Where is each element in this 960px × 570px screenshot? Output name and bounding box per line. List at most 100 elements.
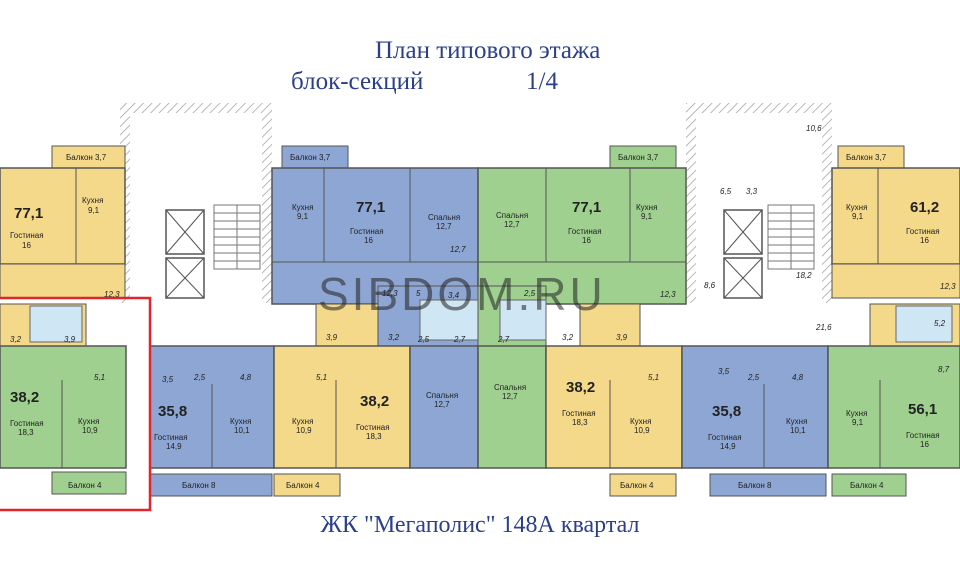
room-label: Кухня <box>636 203 657 212</box>
svg-text:18,2: 18,2 <box>796 271 812 280</box>
svg-text:3,2: 3,2 <box>10 335 22 344</box>
balcony-label: Балкон 3,7 <box>66 153 107 162</box>
room-label: Гостиная <box>906 227 940 236</box>
svg-text:12,7: 12,7 <box>450 245 466 254</box>
apartment-area: 35,8 <box>158 403 187 420</box>
room-area: 9,1 <box>297 212 309 221</box>
room-area: 16 <box>364 236 373 245</box>
balcony-label: Балкон 3,7 <box>846 153 887 162</box>
apartment-61-2-right[interactable] <box>831 145 960 299</box>
room-label: Кухня <box>82 196 103 205</box>
room-label: Гостиная <box>350 227 384 236</box>
bedroom-green-center[interactable] <box>477 345 547 469</box>
svg-text:12,3: 12,3 <box>382 289 398 298</box>
svg-text:8,7: 8,7 <box>938 365 950 374</box>
title-blank-1 <box>438 64 512 102</box>
room-area: 10,1 <box>790 426 806 435</box>
room-area: 9,1 <box>88 206 100 215</box>
room-label: Кухня <box>630 417 651 426</box>
balcony-label: Балкон 4 <box>620 481 654 490</box>
balcony-label: Балкон 8 <box>182 481 216 490</box>
apartment-38-2-left[interactable] <box>0 345 127 495</box>
room-label: Гостиная <box>906 431 940 440</box>
hallway <box>831 263 960 299</box>
room-area: 16 <box>920 440 929 449</box>
svg-text:3,5: 3,5 <box>718 367 730 376</box>
apartment-56-1-right[interactable] <box>827 345 960 497</box>
balcony <box>831 473 907 497</box>
apartment-77-1-left[interactable] <box>0 145 126 299</box>
svg-text:2,5: 2,5 <box>523 289 536 298</box>
svg-text:3,9: 3,9 <box>326 333 338 342</box>
room-label: Гостиная <box>154 433 188 442</box>
room-label: Кухня <box>230 417 251 426</box>
svg-text:5,1: 5,1 <box>316 373 327 382</box>
room-label: Спальня <box>494 383 526 392</box>
corridor-rooms <box>0 285 960 347</box>
stair-core-left <box>120 103 272 303</box>
room-label: Кухня <box>292 417 313 426</box>
apartment-77-1-green[interactable] <box>477 145 687 305</box>
room-area: 12,7 <box>436 222 452 231</box>
room-label: Гостиная <box>10 419 44 428</box>
plan-title-line2b: 1/4 <box>526 68 558 95</box>
svg-text:2,5: 2,5 <box>747 373 760 382</box>
balcony-label: Балкон 8 <box>738 481 772 490</box>
room-label: Гостиная <box>356 423 390 432</box>
svg-text:2,5: 2,5 <box>417 335 430 344</box>
svg-text:2,7: 2,7 <box>453 335 466 344</box>
apartment-area: 38,2 <box>566 379 595 396</box>
plan-title-line2a: блок-секций <box>291 68 424 95</box>
apartment-area: 38,2 <box>10 389 39 406</box>
apartment-area: 77,1 <box>572 199 601 216</box>
room-area: 9,1 <box>641 212 653 221</box>
balcony-label: Балкон 4 <box>850 481 884 490</box>
svg-text:3,4: 3,4 <box>448 291 460 300</box>
svg-text:3,5: 3,5 <box>162 375 174 384</box>
apartment-35-8-right[interactable] <box>681 345 829 497</box>
complex-caption: ЖК "Мегаполис" 148А квартал <box>320 512 640 538</box>
svg-text:12,3: 12,3 <box>660 290 676 299</box>
room-label: Спальня <box>426 391 458 400</box>
svg-text:5,1: 5,1 <box>94 373 105 382</box>
room-area: 18,3 <box>572 418 588 427</box>
room-label: Кухня <box>846 409 867 418</box>
apartment-38-2-center-left[interactable] <box>273 345 411 497</box>
svg-text:6,5: 6,5 <box>720 187 732 196</box>
room-area: 18,3 <box>18 428 34 437</box>
room-area: 14,9 <box>166 442 182 451</box>
balcony <box>709 473 827 497</box>
svg-text:3,3: 3,3 <box>746 187 758 196</box>
room-area: 16 <box>22 241 31 250</box>
staircase-left <box>213 204 261 270</box>
room-label: Гостиная <box>562 409 596 418</box>
svg-text:5,1: 5,1 <box>648 373 659 382</box>
svg-text:12,3: 12,3 <box>940 282 956 291</box>
room-label: Гостиная <box>568 227 602 236</box>
svg-text:3,9: 3,9 <box>616 333 628 342</box>
room-label: Спальня <box>496 211 528 220</box>
svg-text:2,7: 2,7 <box>497 335 510 344</box>
svg-text:3,2: 3,2 <box>562 333 574 342</box>
plan-title-line1: План типового этажа <box>375 37 601 64</box>
balcony-label: Балкон 3,7 <box>618 153 659 162</box>
apartment-38-2-center-right[interactable] <box>545 345 683 497</box>
room-area: 16 <box>582 236 591 245</box>
room-label: Кухня <box>846 203 867 212</box>
svg-text:5,2: 5,2 <box>934 319 946 328</box>
balcony <box>273 473 341 497</box>
svg-text:8,6: 8,6 <box>704 281 716 290</box>
balcony <box>51 471 127 495</box>
room-label: Кухня <box>78 417 99 426</box>
apartment-area: 38,2 <box>360 393 389 410</box>
room-area: 9,1 <box>852 418 864 427</box>
svg-text:4,8: 4,8 <box>792 373 804 382</box>
bedroom-blue-center[interactable] <box>409 345 479 469</box>
room-area: 12,7 <box>504 220 520 229</box>
watermark: SIBDOM.RU <box>318 268 606 320</box>
room-area: 10,9 <box>634 426 650 435</box>
apartment-35-8-left[interactable] <box>149 345 275 497</box>
svg-text:3,2: 3,2 <box>388 333 400 342</box>
